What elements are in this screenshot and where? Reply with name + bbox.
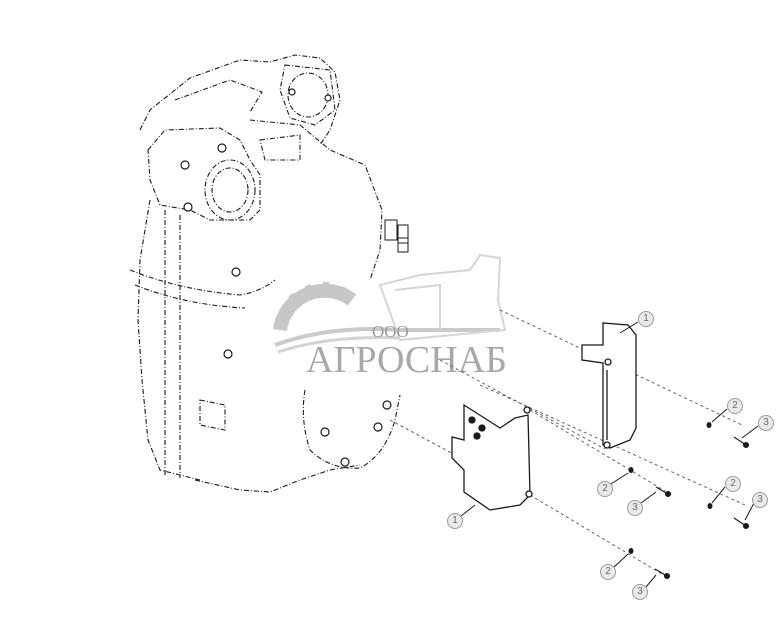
guard-plate-left — [451, 403, 533, 511]
callout-part-1: 1 — [447, 513, 463, 529]
guard-plate-right — [581, 322, 637, 449]
callout-part-2: 2 — [725, 476, 741, 492]
callout-part-2: 2 — [727, 398, 743, 414]
housing-bolts — [180, 88, 392, 467]
callout-part-3: 3 — [632, 584, 648, 600]
watermark-name: АГРОСНАБ — [306, 339, 507, 381]
washers — [628, 422, 713, 554]
washer-icon — [707, 503, 713, 509]
washer-icon — [628, 548, 634, 554]
bolts — [654, 436, 750, 580]
callout-part-3: 3 — [758, 415, 774, 431]
washer-icon — [706, 422, 712, 428]
callout-part-2: 2 — [597, 481, 613, 497]
callout-part-3: 3 — [752, 492, 768, 508]
callout-part-2: 2 — [600, 564, 616, 580]
watermark-prefix: ООО — [372, 322, 409, 341]
leader-lines — [460, 321, 759, 588]
callout-part-1: 1 — [638, 311, 654, 327]
washer-icon — [628, 467, 634, 473]
sensor-bracket — [384, 219, 409, 253]
watermark-logo — [273, 253, 507, 354]
callout-part-3: 3 — [627, 500, 643, 516]
transmission-housing — [129, 54, 401, 493]
